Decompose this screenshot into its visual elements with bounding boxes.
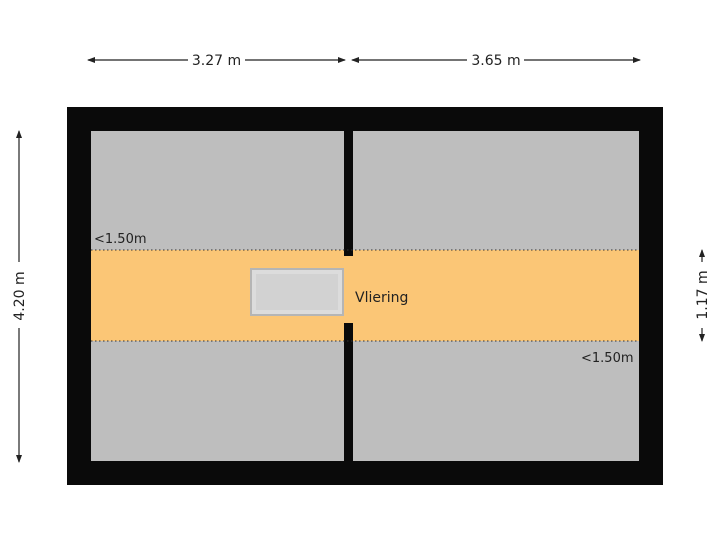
floor-top-right [353,131,639,250]
height-note-upper: <1.50m [94,232,147,247]
room-vliering-band [91,250,639,341]
dim-label-left: 4.20 m [12,271,28,320]
partition-wall-bottom [344,323,353,461]
floor-top-left [91,131,344,250]
height-note-lower: <1.50m [581,351,634,366]
partition-wall-top [344,131,353,256]
floor-bottom-right [353,341,639,461]
roof-hatch-inner [256,274,338,310]
room-label: Vliering [355,290,408,306]
dim-label-right: 1.17 m [695,270,711,319]
dim-label-top-left: 3.27 m [192,53,241,69]
dim-label-top-right: 3.65 m [471,53,520,69]
floor-bottom-left [91,341,344,461]
